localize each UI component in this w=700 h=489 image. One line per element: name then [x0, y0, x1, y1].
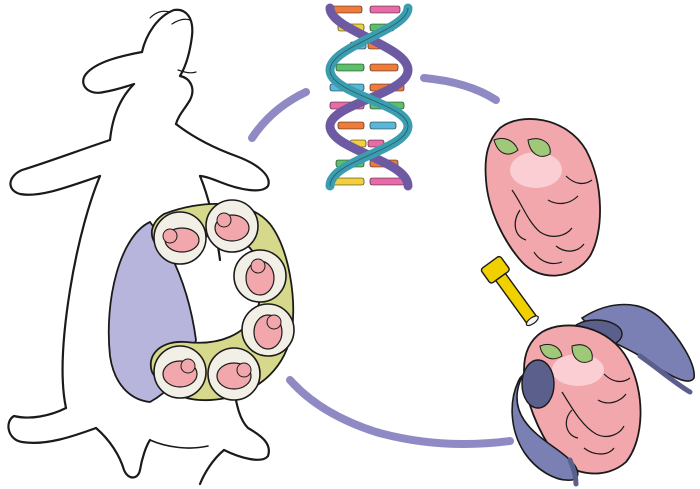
cycle-arc-right: [420, 74, 500, 104]
electrode-arm-right: [637, 353, 693, 395]
embryo-sac-3: [233, 249, 287, 303]
cycle-arcs: [248, 74, 514, 448]
embryo-electroporated-eye-left: [539, 343, 563, 360]
uterine-horn: [107, 199, 295, 403]
embryo-electroporated-eye-right: [571, 344, 593, 363]
dna-helix: [325, 3, 413, 191]
electrode-paddle-left: [511, 365, 579, 481]
light-source: [480, 255, 539, 327]
embryo-top: [484, 118, 601, 277]
embryo-top-eye-right: [527, 138, 551, 157]
electrode-arm-left: [567, 457, 579, 487]
cycle-arc-bottom: [286, 376, 514, 448]
embryo-electroporated: [511, 303, 695, 487]
dna-backbone-b: [325, 3, 413, 191]
embryo-top-eye-left: [493, 137, 519, 155]
mouse-outline: [7, 8, 270, 486]
embryo-sac-2: [205, 199, 259, 253]
embryo-sac-4: [241, 303, 295, 357]
embryo-sac-1: [153, 211, 207, 265]
cycle-arc-left: [248, 88, 310, 142]
embryo-sac-6: [153, 345, 207, 399]
embryo-sac-5: [207, 347, 261, 401]
